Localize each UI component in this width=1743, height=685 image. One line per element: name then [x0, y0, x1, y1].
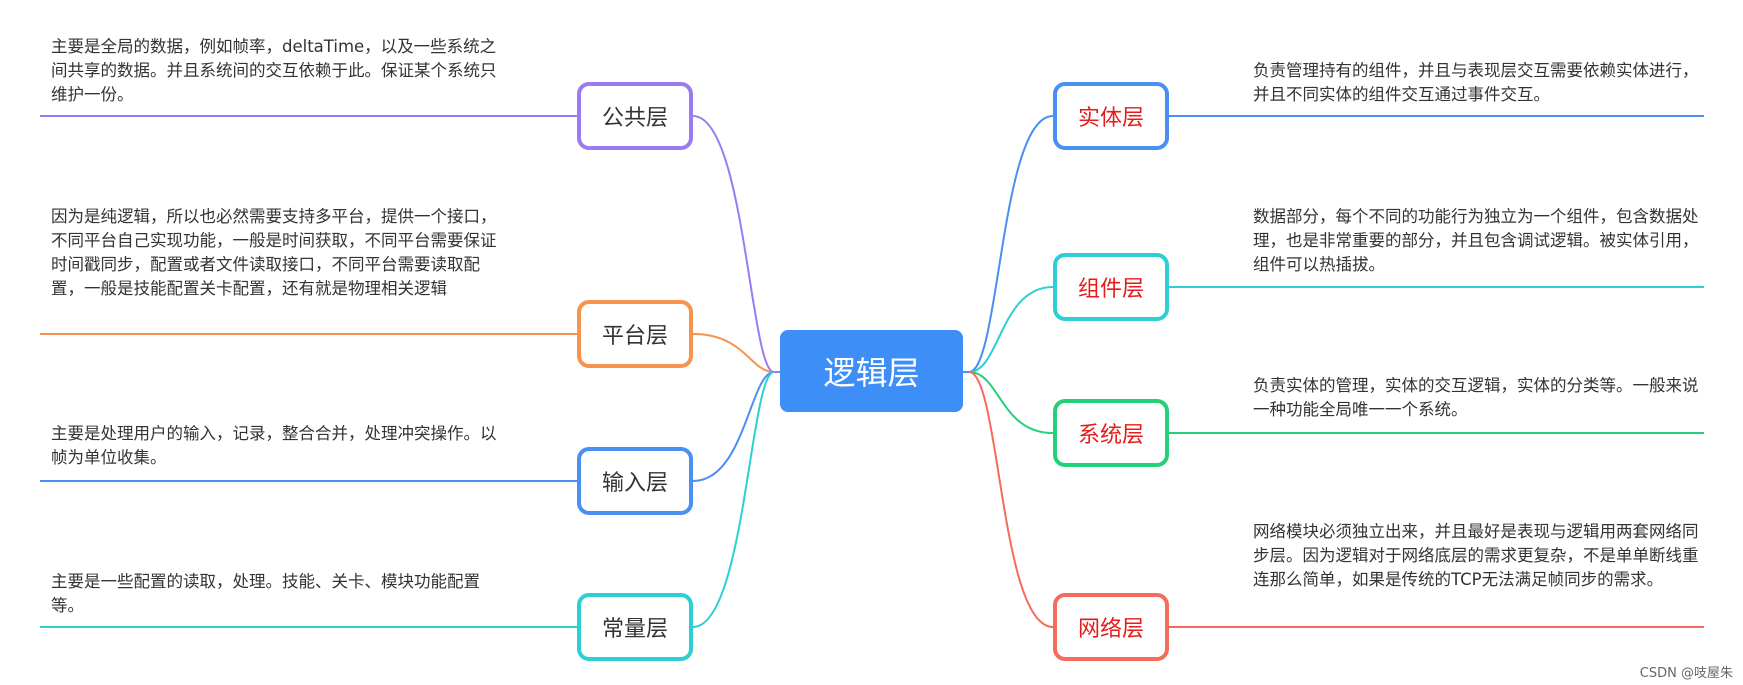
platform-connector	[692, 333, 775, 373]
input-connector	[692, 371, 775, 482]
entity-connector	[968, 115, 1054, 373]
system-connector	[968, 371, 1054, 434]
center-node-logic-layer[interactable]: 逻辑层	[780, 330, 963, 412]
public-layer-description: 主要是全局的数据，例如帧率，deltaTime，以及一些系统之间共享的数据。并且…	[51, 37, 497, 104]
constant-layer-description: 主要是一些配置的读取，处理。技能、关卡、模块功能配置等。	[51, 572, 480, 615]
node-platform-layer[interactable]: 平台层	[577, 300, 693, 368]
node-component-layer[interactable]: 组件层	[1053, 253, 1169, 321]
node-network-layer[interactable]: 网络层	[1053, 593, 1169, 661]
node-constant-layer[interactable]: 常量层	[577, 593, 693, 661]
node-input-layer[interactable]: 输入层	[577, 447, 693, 515]
node-system-layer[interactable]: 系统层	[1053, 399, 1169, 467]
watermark: CSDN @吱屋朱	[1639, 666, 1733, 681]
platform-layer-description: 因为是纯逻辑，所以也必然需要支持多平台，提供一个接口，不同平台自己实现功能，一般…	[51, 207, 497, 298]
system-layer-description: 负责实体的管理，实体的交互逻辑，实体的分类等。一般来说一种功能全局唯一一个系统。	[1253, 376, 1699, 419]
node-public-layer[interactable]: 公共层	[577, 82, 693, 150]
constant-connector	[692, 371, 775, 628]
network-connector	[968, 371, 1054, 628]
public-connector	[692, 115, 775, 373]
component-layer-description: 数据部分，每个不同的功能行为独立为一个组件，包含数据处理，也是非常重要的部分，并…	[1253, 207, 1699, 274]
network-layer-description: 网络模块必须独立出来，并且最好是表现与逻辑用两套网络同步层。因为逻辑对于网络底层…	[1253, 522, 1699, 589]
entity-layer-description: 负责管理持有的组件，并且与表现层交互需要依赖实体进行，并且不同实体的组件交互通过…	[1253, 61, 1699, 104]
component-connector	[968, 286, 1054, 373]
input-layer-description: 主要是处理用户的输入，记录，整合合并，处理冲突操作。以帧为单位收集。	[51, 424, 497, 467]
node-entity-layer[interactable]: 实体层	[1053, 82, 1169, 150]
